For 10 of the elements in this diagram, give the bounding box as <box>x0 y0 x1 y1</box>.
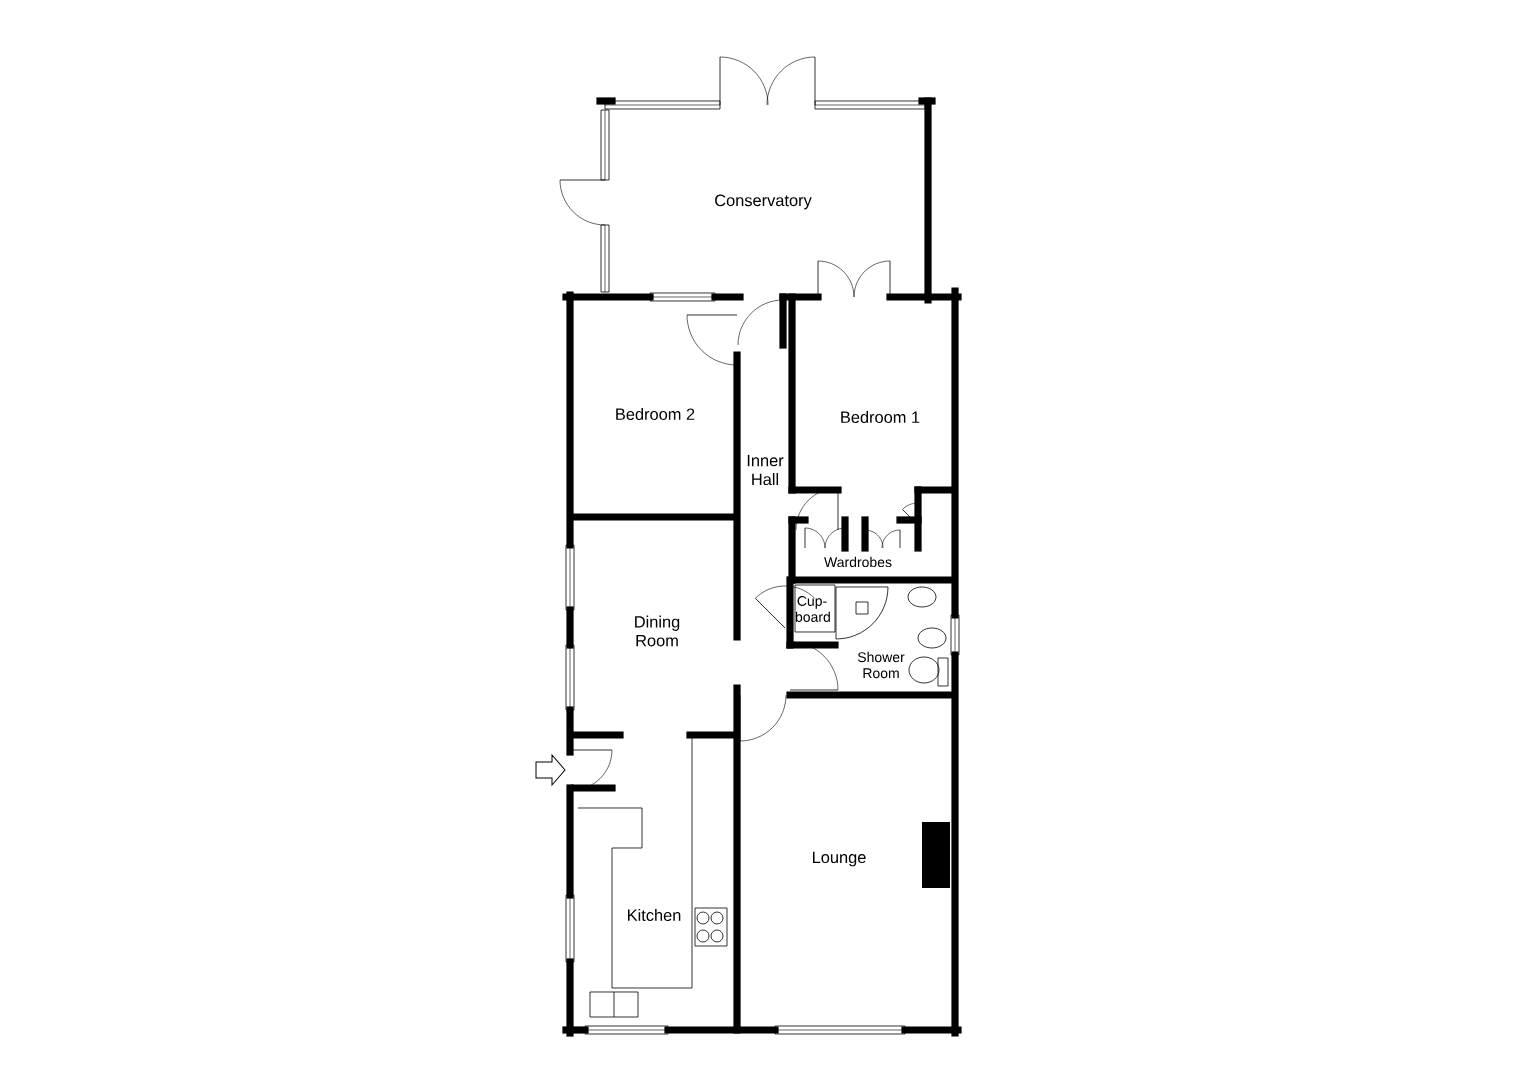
room-label: Dining Room <box>635 615 680 647</box>
room-label: Bedroom 2 <box>616 407 695 420</box>
room-label: Cup- board <box>795 596 830 622</box>
room-label: Wardrobes <box>824 556 892 568</box>
room-label: Conservatory <box>715 194 812 210</box>
room-label: Lounge <box>813 851 866 867</box>
room-label: Shower Room <box>857 651 905 679</box>
room-label: Bedroom 1 <box>841 410 920 423</box>
room-label: Kitchen <box>628 908 681 921</box>
room-label: Inner Hall <box>747 454 784 486</box>
